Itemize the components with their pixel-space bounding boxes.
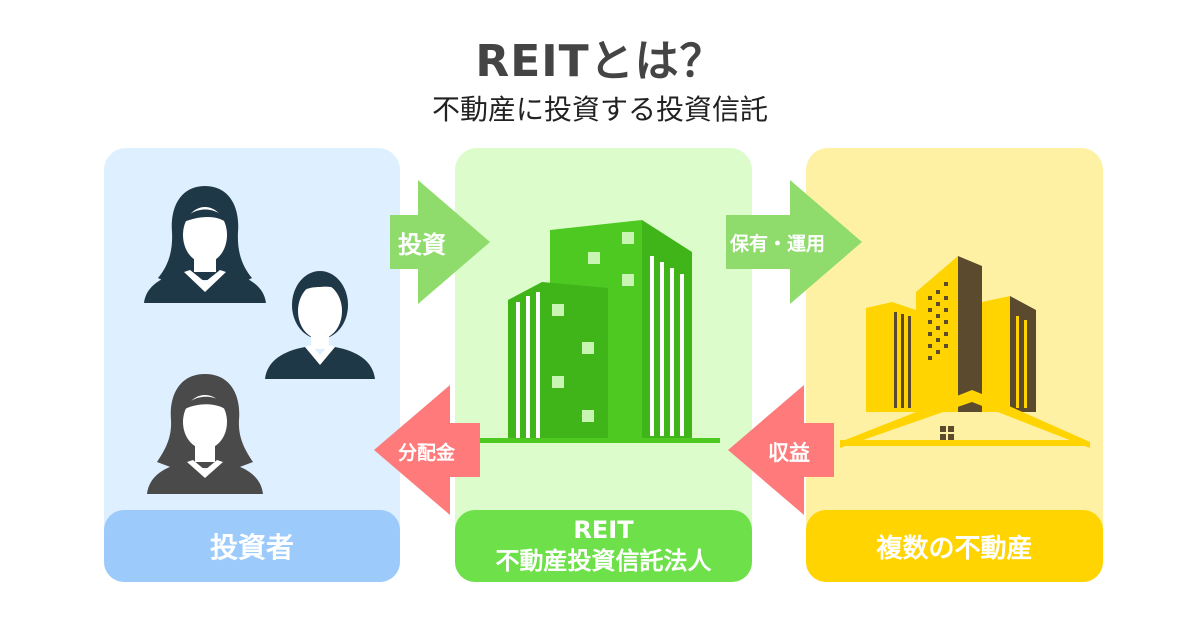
revenue-arrow: 収益 [728, 385, 834, 515]
property-label: 複数の不動産 [876, 533, 1033, 564]
dividend-arrow: 分配金 [374, 385, 480, 515]
invest-arrow: 投資 [390, 180, 490, 304]
own-operate-label: 保有・運用 [730, 233, 826, 255]
office-building-icon [480, 220, 720, 443]
page-subtitle: 不動産に投資する投資信託 [431, 93, 768, 126]
invest-label: 投資 [398, 231, 446, 259]
dividend-label: 分配金 [398, 442, 456, 464]
property-panel: 複数の不動産 [806, 148, 1103, 582]
reit-label-line2: 不動産投資信託法人 [495, 547, 712, 575]
man-icon [265, 271, 375, 379]
arrow-right-icon [726, 180, 862, 304]
arrow-left-icon [374, 385, 480, 515]
reit-label-line1: REIT [573, 516, 634, 544]
investor-label-box: 投資者 [104, 510, 400, 582]
arrow-right-icon [390, 180, 490, 304]
city-buildings-house-icon [840, 256, 1090, 448]
page-title: REITとは？ [475, 36, 725, 87]
investor-label: 投資者 [209, 531, 294, 564]
arrow-left-icon [728, 385, 834, 515]
reit-panel: REIT 不動産投資信託法人 [455, 148, 752, 582]
reit-label-box: REIT 不動産投資信託法人 [455, 510, 752, 582]
woman-icon [147, 374, 263, 494]
revenue-label: 収益 [768, 441, 810, 465]
own-operate-arrow: 保有・運用 [726, 180, 866, 304]
woman-icon [144, 186, 266, 303]
property-label-box: 複数の不動産 [806, 510, 1103, 582]
